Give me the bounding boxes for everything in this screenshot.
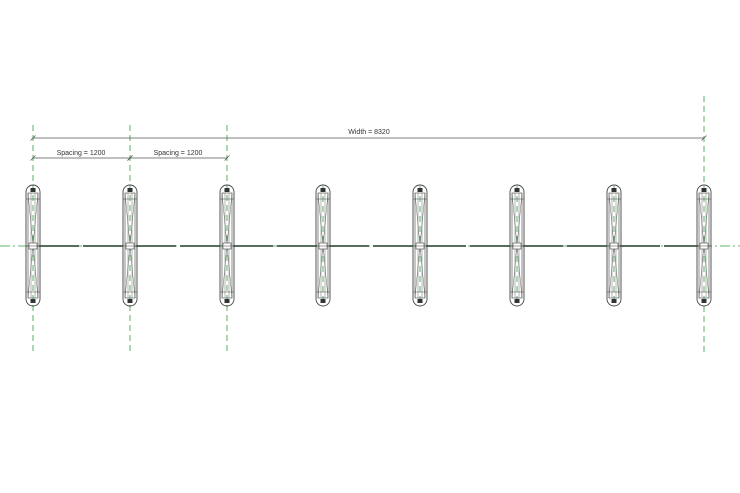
frame-unit [25,184,41,307]
frame-bottom-marker [224,299,230,303]
dimension-tick [701,135,707,141]
frame-outline [219,184,235,307]
frame-top-marker [701,188,707,192]
frame-bottom-marker [701,299,707,303]
frame-bottom-marker [127,299,133,303]
frame-inner [511,192,523,299]
frame-top-marker [224,188,230,192]
dimensions: Width = 8320 Spacing = 1200 Spacing = 12… [30,129,707,161]
frame-unit [412,184,428,307]
spacing-dimension-label: Spacing = 1200 [57,150,106,157]
frame-outline [606,184,622,307]
frame-unit [315,184,331,307]
dimension-tick [224,155,230,161]
frame-unit [696,184,712,307]
frame-outline [412,184,428,307]
frame-inner [124,192,136,299]
spacing-dimension [127,155,230,161]
frame-outline [509,184,525,307]
frame-outline [315,184,331,307]
frame-unit [606,184,622,307]
width-dimension-label: Width = 8320 [348,129,390,136]
frame-inner [414,192,426,299]
frames [25,184,712,307]
frame-bottom-marker [514,299,520,303]
frame-bottom-marker [30,299,36,303]
frame-outline [122,184,138,307]
frame-inner [608,192,620,299]
frame-bottom-marker [417,299,423,303]
spacing-dimension-label: Spacing = 1200 [154,150,203,157]
frame-inner [317,192,329,299]
frame-top-marker [320,188,326,192]
frame-top-marker [127,188,133,192]
frame-inner [698,192,710,299]
frame-top-marker [611,188,617,192]
frame-unit [509,184,525,307]
width-dimension [30,135,707,141]
frame-top-marker [417,188,423,192]
frame-inner [27,192,39,299]
frame-outline [25,184,41,307]
frame-outline [696,184,712,307]
frame-unit [219,184,235,307]
frame-bottom-marker [611,299,617,303]
dimension-tick [30,135,36,141]
frame-top-marker [514,188,520,192]
dimension-tick [127,155,133,161]
frame-unit [122,184,138,307]
frame-bottom-marker [320,299,326,303]
dimension-tick [30,155,36,161]
frame-top-marker [30,188,36,192]
frame-inner [221,192,233,299]
